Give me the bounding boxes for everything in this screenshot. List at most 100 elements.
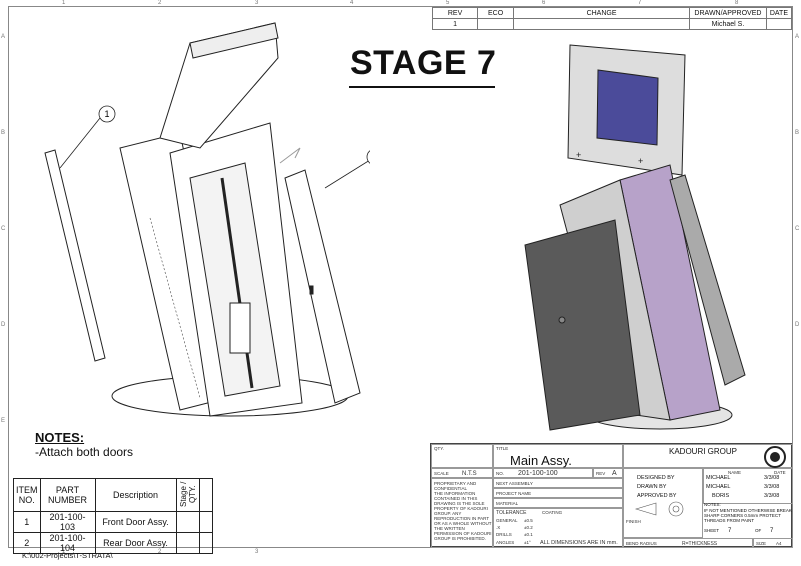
rev-header: REV bbox=[431, 7, 479, 19]
tb-drawn-by-name: MICHAEL bbox=[706, 484, 731, 490]
zone-row-b-right: B bbox=[795, 130, 800, 136]
kiosk-rear-door bbox=[669, 174, 746, 386]
kiosk-front-door bbox=[524, 219, 641, 431]
zone-col-3: 3 bbox=[255, 0, 259, 6]
tb-tolerance-label: TOLERANCE bbox=[496, 510, 527, 516]
tb-approved-by-label: APPROVED BY bbox=[637, 493, 677, 499]
callout-1-label: 1 bbox=[104, 109, 109, 119]
tb-proprietary-cell: PROPRIETARY AND CONFIDENTIAL THE INFORMA… bbox=[431, 478, 493, 548]
tb-qty-label: QTY. bbox=[434, 446, 444, 451]
tb-bend-radius: R=THICKNESS bbox=[682, 541, 718, 547]
tb-tol-angles: ANGLES bbox=[496, 540, 515, 545]
tb-no-cell: NO. 201-100-100 bbox=[493, 468, 593, 478]
tb-designed-by-date: 3/3/08 bbox=[764, 475, 780, 481]
title-block: QTY. TITLE Main Assy. KADOURI GROUP SCAL… bbox=[430, 443, 793, 548]
tb-notes-text: IF NOT MENTIONED OTHERWISE BREAK SHARP C… bbox=[704, 508, 792, 523]
zone-col-1: 1 bbox=[62, 0, 66, 6]
tb-date-header: DATE bbox=[774, 470, 786, 475]
bom-extra-col bbox=[198, 478, 213, 512]
change-value bbox=[513, 18, 691, 30]
bom-row-2-extra bbox=[198, 532, 213, 554]
file-path: K:\002-Projects\T-STRATA\ bbox=[22, 551, 113, 560]
kiosk-plus-right: + bbox=[638, 156, 643, 166]
door-1-front bbox=[44, 149, 106, 362]
tb-tol-x-value: ±0.2 bbox=[524, 525, 533, 530]
tb-size-cell: SIZE A4 bbox=[753, 538, 793, 548]
tb-scale-label: SCALE bbox=[434, 471, 449, 476]
tb-size-label: SIZE bbox=[756, 541, 767, 546]
tb-size: A4 bbox=[776, 541, 782, 546]
bom-row-1-extra bbox=[198, 511, 213, 533]
drawn-approved-value: Michael S. bbox=[689, 18, 767, 30]
tb-designed-by-name: MICHAEL bbox=[706, 475, 731, 481]
tb-scale-cell: SCALE N.T.S bbox=[431, 468, 493, 478]
tb-sign-cell: NAME DATE bbox=[703, 468, 793, 504]
zone-row-d-right: D bbox=[795, 322, 800, 328]
tb-of: 7 bbox=[770, 528, 774, 534]
tb-company: KADOURI GROUP bbox=[669, 447, 738, 456]
tb-approved-by-name: BORIS bbox=[712, 493, 730, 499]
door-2-handle bbox=[309, 285, 314, 295]
projection-symbol-icon bbox=[634, 501, 684, 517]
zone-row-b: B bbox=[1, 130, 6, 136]
rev-value: 1 bbox=[431, 18, 479, 30]
tb-designed-by-label: DESIGNED BY bbox=[637, 475, 675, 481]
tb-bend-radius-label: BEND RADIUS bbox=[626, 541, 657, 546]
stage-title-underline bbox=[349, 86, 495, 88]
notes-title: NOTES: bbox=[35, 430, 85, 445]
zone-col-2: 2 bbox=[158, 0, 162, 6]
tb-name-header: NAME bbox=[728, 470, 742, 475]
exploded-view-drawing: 1 2 bbox=[44, 22, 370, 417]
bom-row-1-part: 201-100-103 bbox=[39, 511, 96, 533]
zone-row-a-right: A bbox=[795, 34, 800, 40]
bom-row-1-desc: Front Door Assy. bbox=[94, 511, 177, 533]
bom-part-header: PART NUMBER bbox=[39, 478, 96, 512]
tb-proprietary-text: THE INFORMATION CONTAINED IN THIS DRAWIN… bbox=[434, 491, 492, 541]
callout-1-circle bbox=[98, 105, 116, 123]
kiosk-screen bbox=[596, 69, 659, 146]
stage-title: STAGE 7 bbox=[350, 44, 497, 82]
bom-row-2-desc: Rear Door Assy. bbox=[94, 532, 177, 554]
kiosk-door-lock bbox=[558, 316, 566, 324]
bom-row-2-qty bbox=[175, 532, 200, 554]
tb-rev: A bbox=[612, 470, 617, 477]
callout-2-leader bbox=[324, 159, 370, 189]
change-header: CHANGE bbox=[513, 7, 691, 19]
tb-drawn-by-label: DRAWN BY bbox=[637, 484, 667, 490]
company-logo-icon bbox=[764, 446, 786, 468]
exploded-head bbox=[159, 22, 279, 149]
tb-sheet: 7 bbox=[728, 528, 732, 534]
zone-row-a: A bbox=[1, 34, 6, 40]
zone-col-5: 5 bbox=[446, 0, 450, 6]
tb-tol-x: .X bbox=[496, 525, 501, 530]
bom-row: 1 201-100-103 Front Door Assy. bbox=[13, 511, 213, 533]
tb-rev-cell: REV A bbox=[593, 468, 623, 478]
tb-coating-label: COATING bbox=[542, 510, 563, 515]
bom-row-1-item: 1 bbox=[13, 511, 41, 533]
tb-next-assembly: NEXT ASSEMBLY bbox=[496, 481, 533, 486]
tb-tol-drills: DRILLS bbox=[496, 532, 512, 537]
callout-1-leader bbox=[59, 117, 101, 169]
tb-tolerance-cell: TOLERANCE COATING GENERAL ±0.5 .X ±0.2 D… bbox=[493, 508, 623, 548]
notes-body: -Attach both doors bbox=[35, 445, 134, 459]
bom-item-header: ITEM NO. bbox=[13, 478, 41, 512]
bom-row: 2 201-100-104 Rear Door Assy. bbox=[13, 532, 213, 554]
zone-row-e: E bbox=[1, 418, 6, 424]
zone-col-7: 7 bbox=[638, 0, 642, 6]
tb-qty-cell: QTY. bbox=[431, 444, 493, 468]
date-value bbox=[765, 18, 793, 30]
tb-proprietary-header: PROPRIETARY AND CONFIDENTIAL bbox=[434, 481, 477, 491]
tb-title-cell: TITLE Main Assy. bbox=[493, 444, 623, 468]
tb-tol-drills-value: ±0.1 bbox=[524, 532, 533, 537]
exploded-hidden-line bbox=[149, 217, 201, 399]
exploded-module bbox=[229, 302, 251, 354]
bom-desc-header: Description bbox=[94, 478, 177, 512]
tb-tol-general-value: ±0.5 bbox=[524, 518, 533, 523]
tb-rev-label: REV bbox=[596, 471, 606, 476]
zone-row-d: D bbox=[1, 322, 6, 328]
tb-approved-by-date: 3/3/08 bbox=[764, 493, 780, 499]
drawn-approved-header: DRAWN/APPROVED bbox=[689, 7, 767, 19]
tb-project-name-cell: PROJECT NAME bbox=[493, 488, 623, 498]
tb-drawing-no: 201-100-100 bbox=[518, 470, 558, 477]
zone-col-3-bottom: 3 bbox=[255, 549, 259, 555]
